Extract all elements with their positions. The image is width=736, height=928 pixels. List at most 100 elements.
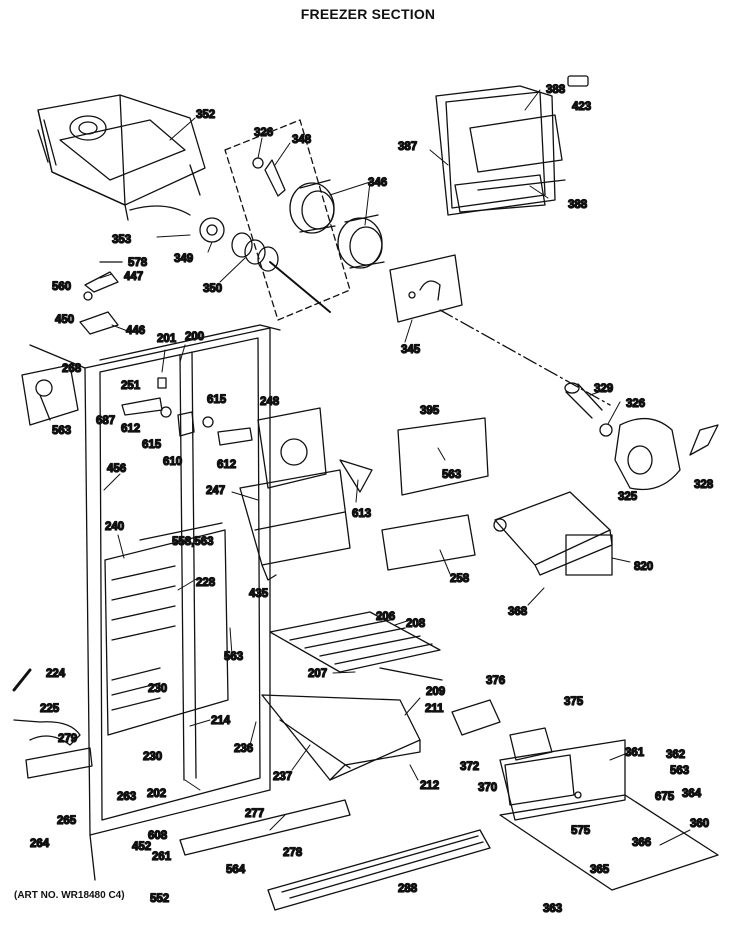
auger-assembly-frame	[224, 119, 351, 321]
icemaker-drawing	[493, 491, 613, 576]
callout: 236	[234, 743, 253, 755]
callout: 388	[568, 199, 588, 211]
auger-motor-plate-drawing	[389, 254, 463, 323]
callout: 348	[292, 134, 312, 146]
callout: 450	[55, 314, 74, 326]
callout: 361	[625, 747, 645, 759]
callout: 230	[143, 751, 162, 763]
callout: 353	[112, 234, 131, 246]
callout: 608	[148, 830, 168, 842]
ice-bucket-drawing	[37, 94, 206, 221]
callout: 326	[254, 127, 273, 139]
callout: 368	[508, 606, 528, 618]
callout: 612	[217, 459, 236, 471]
callout: 264	[30, 838, 50, 850]
auger-small-parts-drawing	[252, 157, 286, 197]
callout: 279	[58, 733, 77, 745]
callout: 395	[420, 405, 440, 417]
dispenser-door-drawing	[435, 75, 589, 216]
callout: 675	[655, 791, 675, 803]
callout: 326	[626, 398, 645, 410]
callout: 349	[174, 253, 193, 265]
callout: 563	[224, 651, 243, 663]
callout: 202	[147, 788, 166, 800]
rail-and-grille-drawing	[179, 799, 491, 911]
callout: 376	[486, 675, 505, 687]
callout: 423	[572, 101, 591, 113]
callout: 278	[283, 847, 303, 859]
callout: 207	[308, 668, 327, 680]
callout: 564	[226, 864, 246, 876]
callout: 615	[207, 394, 227, 406]
callout: 610	[163, 456, 182, 468]
callout: 687	[96, 415, 115, 427]
auger-gear-spring-drawing	[199, 217, 331, 313]
leader-lines	[99, 89, 691, 846]
callout: 200	[185, 331, 204, 343]
hinge-drawing	[21, 364, 79, 426]
callout: 211	[425, 703, 444, 715]
callout: 360	[690, 818, 709, 830]
dispenser-housing-drawing	[239, 407, 373, 581]
callout: 362	[666, 749, 685, 761]
callout: 435	[249, 588, 269, 600]
callout-labels: 352 326 348 388 423 387 346 388 353 349 …	[29, 83, 714, 915]
control-box-drawing	[499, 739, 719, 891]
callout: 230	[148, 683, 167, 695]
callout: 237	[273, 771, 292, 783]
callout: 552	[150, 893, 169, 905]
callout: 345	[401, 344, 421, 356]
relay-parts-drawing	[451, 699, 553, 761]
callout: 365	[590, 864, 610, 876]
callout: 820	[634, 561, 653, 573]
callout: 201	[157, 333, 177, 345]
brackets-drawing	[121, 377, 253, 446]
callout: 251	[121, 380, 141, 392]
callout: 212	[420, 780, 439, 792]
evaporator-drawing	[104, 522, 229, 736]
callout: 563	[670, 765, 689, 777]
callout: 328	[694, 479, 714, 491]
wire-shelf-drawing	[269, 611, 443, 681]
callout: 370	[478, 782, 497, 794]
callout: 263	[117, 791, 136, 803]
diagram-title: FREEZER SECTION	[300, 6, 436, 22]
auger-spools-drawing	[289, 179, 385, 269]
callout: 248	[260, 396, 280, 408]
callout: 258	[450, 573, 470, 585]
callout: 388	[546, 84, 566, 96]
callout: 563	[52, 425, 71, 437]
callout: 261	[152, 851, 172, 863]
callout: 224	[46, 668, 66, 680]
small-fasteners-left-drawing	[79, 261, 123, 335]
callout: 560	[52, 281, 71, 293]
cover-258	[381, 514, 476, 571]
callout: 615	[142, 439, 162, 451]
callout: 558,563	[172, 536, 214, 548]
callout: 578	[128, 257, 148, 269]
callout: 247	[206, 485, 225, 497]
callout: 612	[121, 423, 140, 435]
callout: 447	[124, 271, 143, 283]
callout: 346	[368, 177, 387, 189]
callout: 575	[571, 825, 591, 837]
callout: 366	[632, 837, 651, 849]
callout: 288	[398, 883, 418, 895]
callout: 265	[57, 815, 77, 827]
auger-motor-drawing	[564, 382, 719, 491]
axis-line-345-325	[439, 309, 611, 406]
callout: 613	[352, 508, 371, 520]
callout: 214	[211, 715, 231, 727]
callout: 225	[40, 703, 60, 715]
callout: 325	[618, 491, 638, 503]
callout: 563	[442, 469, 461, 481]
art-number-caption: (ART NO. WR18480 C4)	[14, 890, 125, 901]
callout: 277	[245, 808, 264, 820]
callout: 456	[107, 463, 126, 475]
callout: 329	[594, 383, 613, 395]
callout: 209	[426, 686, 445, 698]
drain-tube-drawing	[12, 668, 93, 779]
callout: 452	[132, 841, 151, 853]
callout: 387	[398, 141, 417, 153]
